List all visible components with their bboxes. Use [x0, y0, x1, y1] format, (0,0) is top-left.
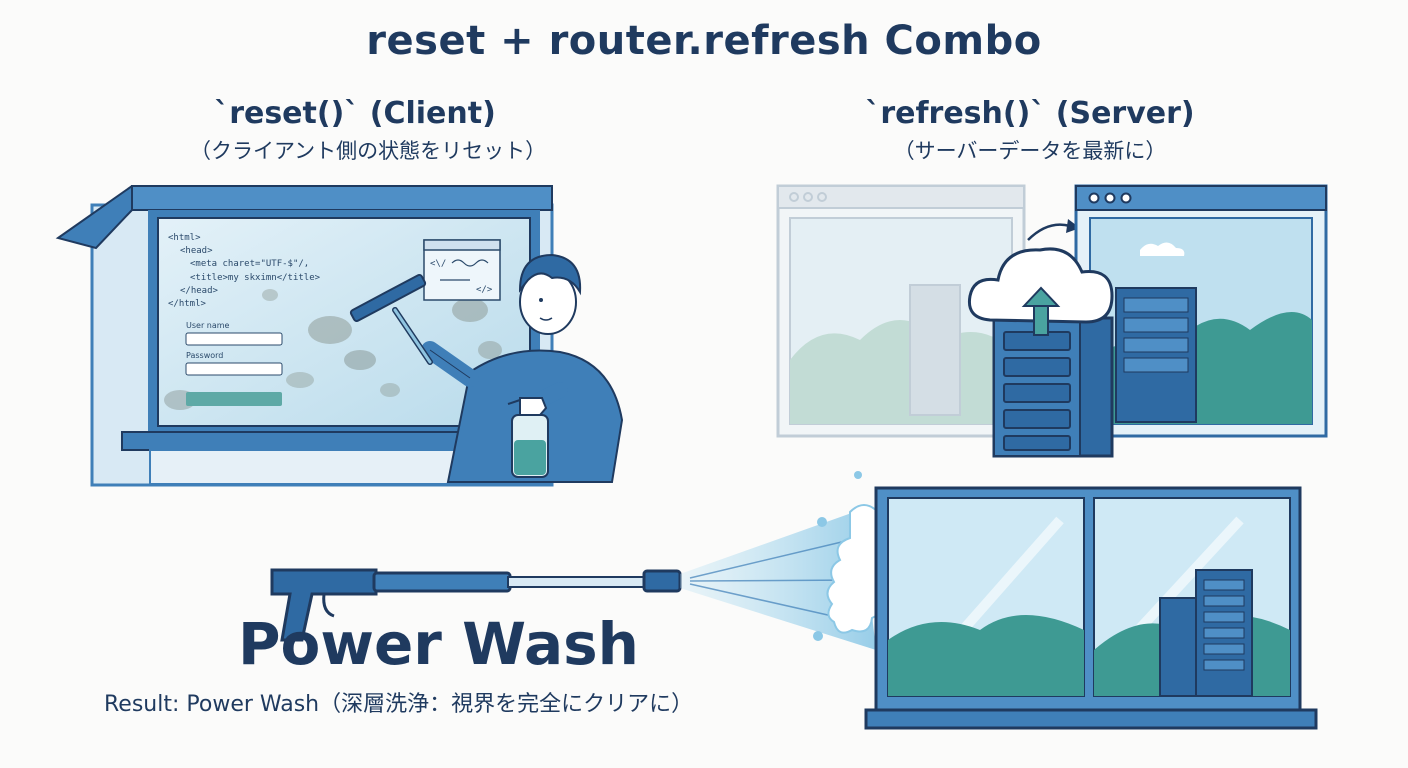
- username-field[interactable]: [185, 332, 283, 346]
- water-spray: [680, 471, 899, 650]
- client-subheading: （クライアント側の状態をリセット）: [190, 139, 547, 163]
- server-rack-icon: [992, 316, 1114, 458]
- snippet-line: <\/: [430, 259, 446, 269]
- power-wash-result: Result: Power Wash（深層洗浄：視界を完全にクリアに）: [104, 692, 694, 717]
- username-label: User name: [186, 321, 230, 330]
- code-line: </html>: [168, 299, 207, 309]
- clean-window: [864, 486, 1318, 730]
- fresh-window: [1074, 184, 1328, 438]
- client-kiosk: <html> <head> <meta charet="UTF-$"/, <ti…: [55, 185, 554, 487]
- server-subheading: （サーバーデータを最新に）: [893, 139, 1167, 163]
- faded-old-window: [776, 184, 1026, 438]
- spray-bottle-icon: [507, 397, 549, 478]
- page-title: reset + router.refresh Combo: [366, 18, 1042, 64]
- snippet-line: </>: [476, 285, 493, 295]
- pressure-washer-icon: [270, 568, 682, 642]
- client-label: `reset()` (Client) （クライアント側の状態をリセット）: [190, 96, 547, 165]
- squeegee-icon: [349, 273, 433, 365]
- code-line: <head>: [180, 246, 213, 256]
- password-field[interactable]: [185, 362, 283, 376]
- code-line: <title>my skximn</title>: [190, 273, 321, 283]
- code-line: <meta charet="UTF-$"/,: [190, 259, 309, 269]
- code-line: <html>: [168, 233, 201, 243]
- submit-button[interactable]: [186, 392, 282, 406]
- cloud-upload-icon: [967, 247, 1114, 336]
- refresh-arrow-icon: [1027, 219, 1080, 241]
- server-heading: `refresh()` (Server): [865, 96, 1195, 131]
- code-line: </head>: [180, 286, 219, 296]
- client-heading: `reset()` (Client): [214, 96, 496, 131]
- password-label: Password: [186, 351, 223, 360]
- person-cleaning: [349, 253, 624, 483]
- power-wash-title: Power Wash: [238, 610, 639, 678]
- server-label: `refresh()` (Server) （サーバーデータを最新に）: [840, 96, 1220, 165]
